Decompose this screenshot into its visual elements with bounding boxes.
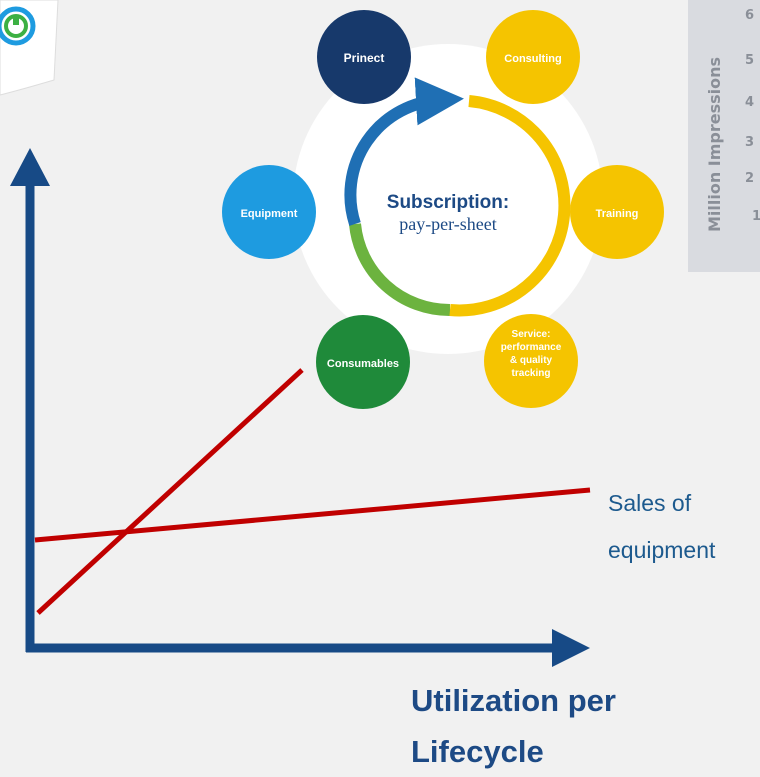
sales-label-line2: equipment	[608, 537, 716, 563]
sales-of-equipment-line	[34, 487, 591, 543]
node-consumables-circle	[316, 315, 410, 409]
node-consulting-circle	[486, 10, 580, 104]
node-training-circle	[570, 165, 664, 259]
node-consumables: Consumables	[316, 315, 410, 409]
node-service-label-line4: tracking	[512, 368, 551, 379]
inset-tick-5: 5	[745, 53, 754, 68]
inset-chart: Million Impressions 6 5 4 3 2 1	[688, 0, 760, 272]
inset-tick-1: 1	[752, 209, 760, 224]
inset-tick-2: 2	[745, 171, 754, 186]
subscription-diagram: Subscription: pay-per-sheet Prinect Cons…	[222, 10, 664, 409]
node-equipment-label: Equipment	[241, 208, 298, 220]
inset-ylabel: Million Impressions	[705, 57, 724, 232]
y-axis	[10, 148, 50, 652]
node-service-label-line1: Service:	[512, 329, 551, 340]
x-axis-title-line1: Utilization per	[411, 683, 616, 718]
node-equipment: Equipment	[222, 165, 316, 259]
ring-blue-arrow	[344, 77, 464, 226]
logo-card	[0, 0, 59, 96]
y-axis-arrowhead	[10, 148, 50, 186]
inset-tick-3: 3	[745, 135, 754, 150]
node-service: Service: performance & quality tracking	[484, 314, 578, 408]
ring-green-segment	[349, 223, 451, 317]
refresh-logo-icon	[0, 6, 36, 46]
consumables-growth-line	[36, 368, 304, 615]
sales-label-line1: Sales of	[608, 490, 692, 516]
ring-yellow-segment	[449, 95, 571, 317]
node-consulting-label: Consulting	[504, 53, 561, 65]
inset-tick-6: 6	[745, 8, 754, 23]
node-equipment-circle	[222, 165, 316, 259]
node-consumables-label: Consumables	[327, 358, 399, 370]
x-axis-arrowhead	[552, 629, 590, 667]
inset-tick-4: 4	[745, 95, 754, 110]
node-prinect-label: Prinect	[344, 51, 385, 65]
center-title: Subscription:	[387, 192, 509, 213]
node-service-label-line2: performance	[501, 342, 562, 353]
node-prinect: Prinect	[317, 10, 411, 104]
node-service-circle	[484, 314, 578, 408]
node-service-label-line3: & quality	[510, 355, 553, 366]
x-axis-title-line2: Lifecycle	[411, 734, 544, 769]
x-axis	[26, 629, 590, 667]
node-prinect-circle	[317, 10, 411, 104]
node-training: Training	[570, 165, 664, 259]
node-training-label: Training	[596, 208, 639, 220]
center-subtitle: pay-per-sheet	[399, 214, 497, 234]
node-consulting: Consulting	[486, 10, 580, 104]
